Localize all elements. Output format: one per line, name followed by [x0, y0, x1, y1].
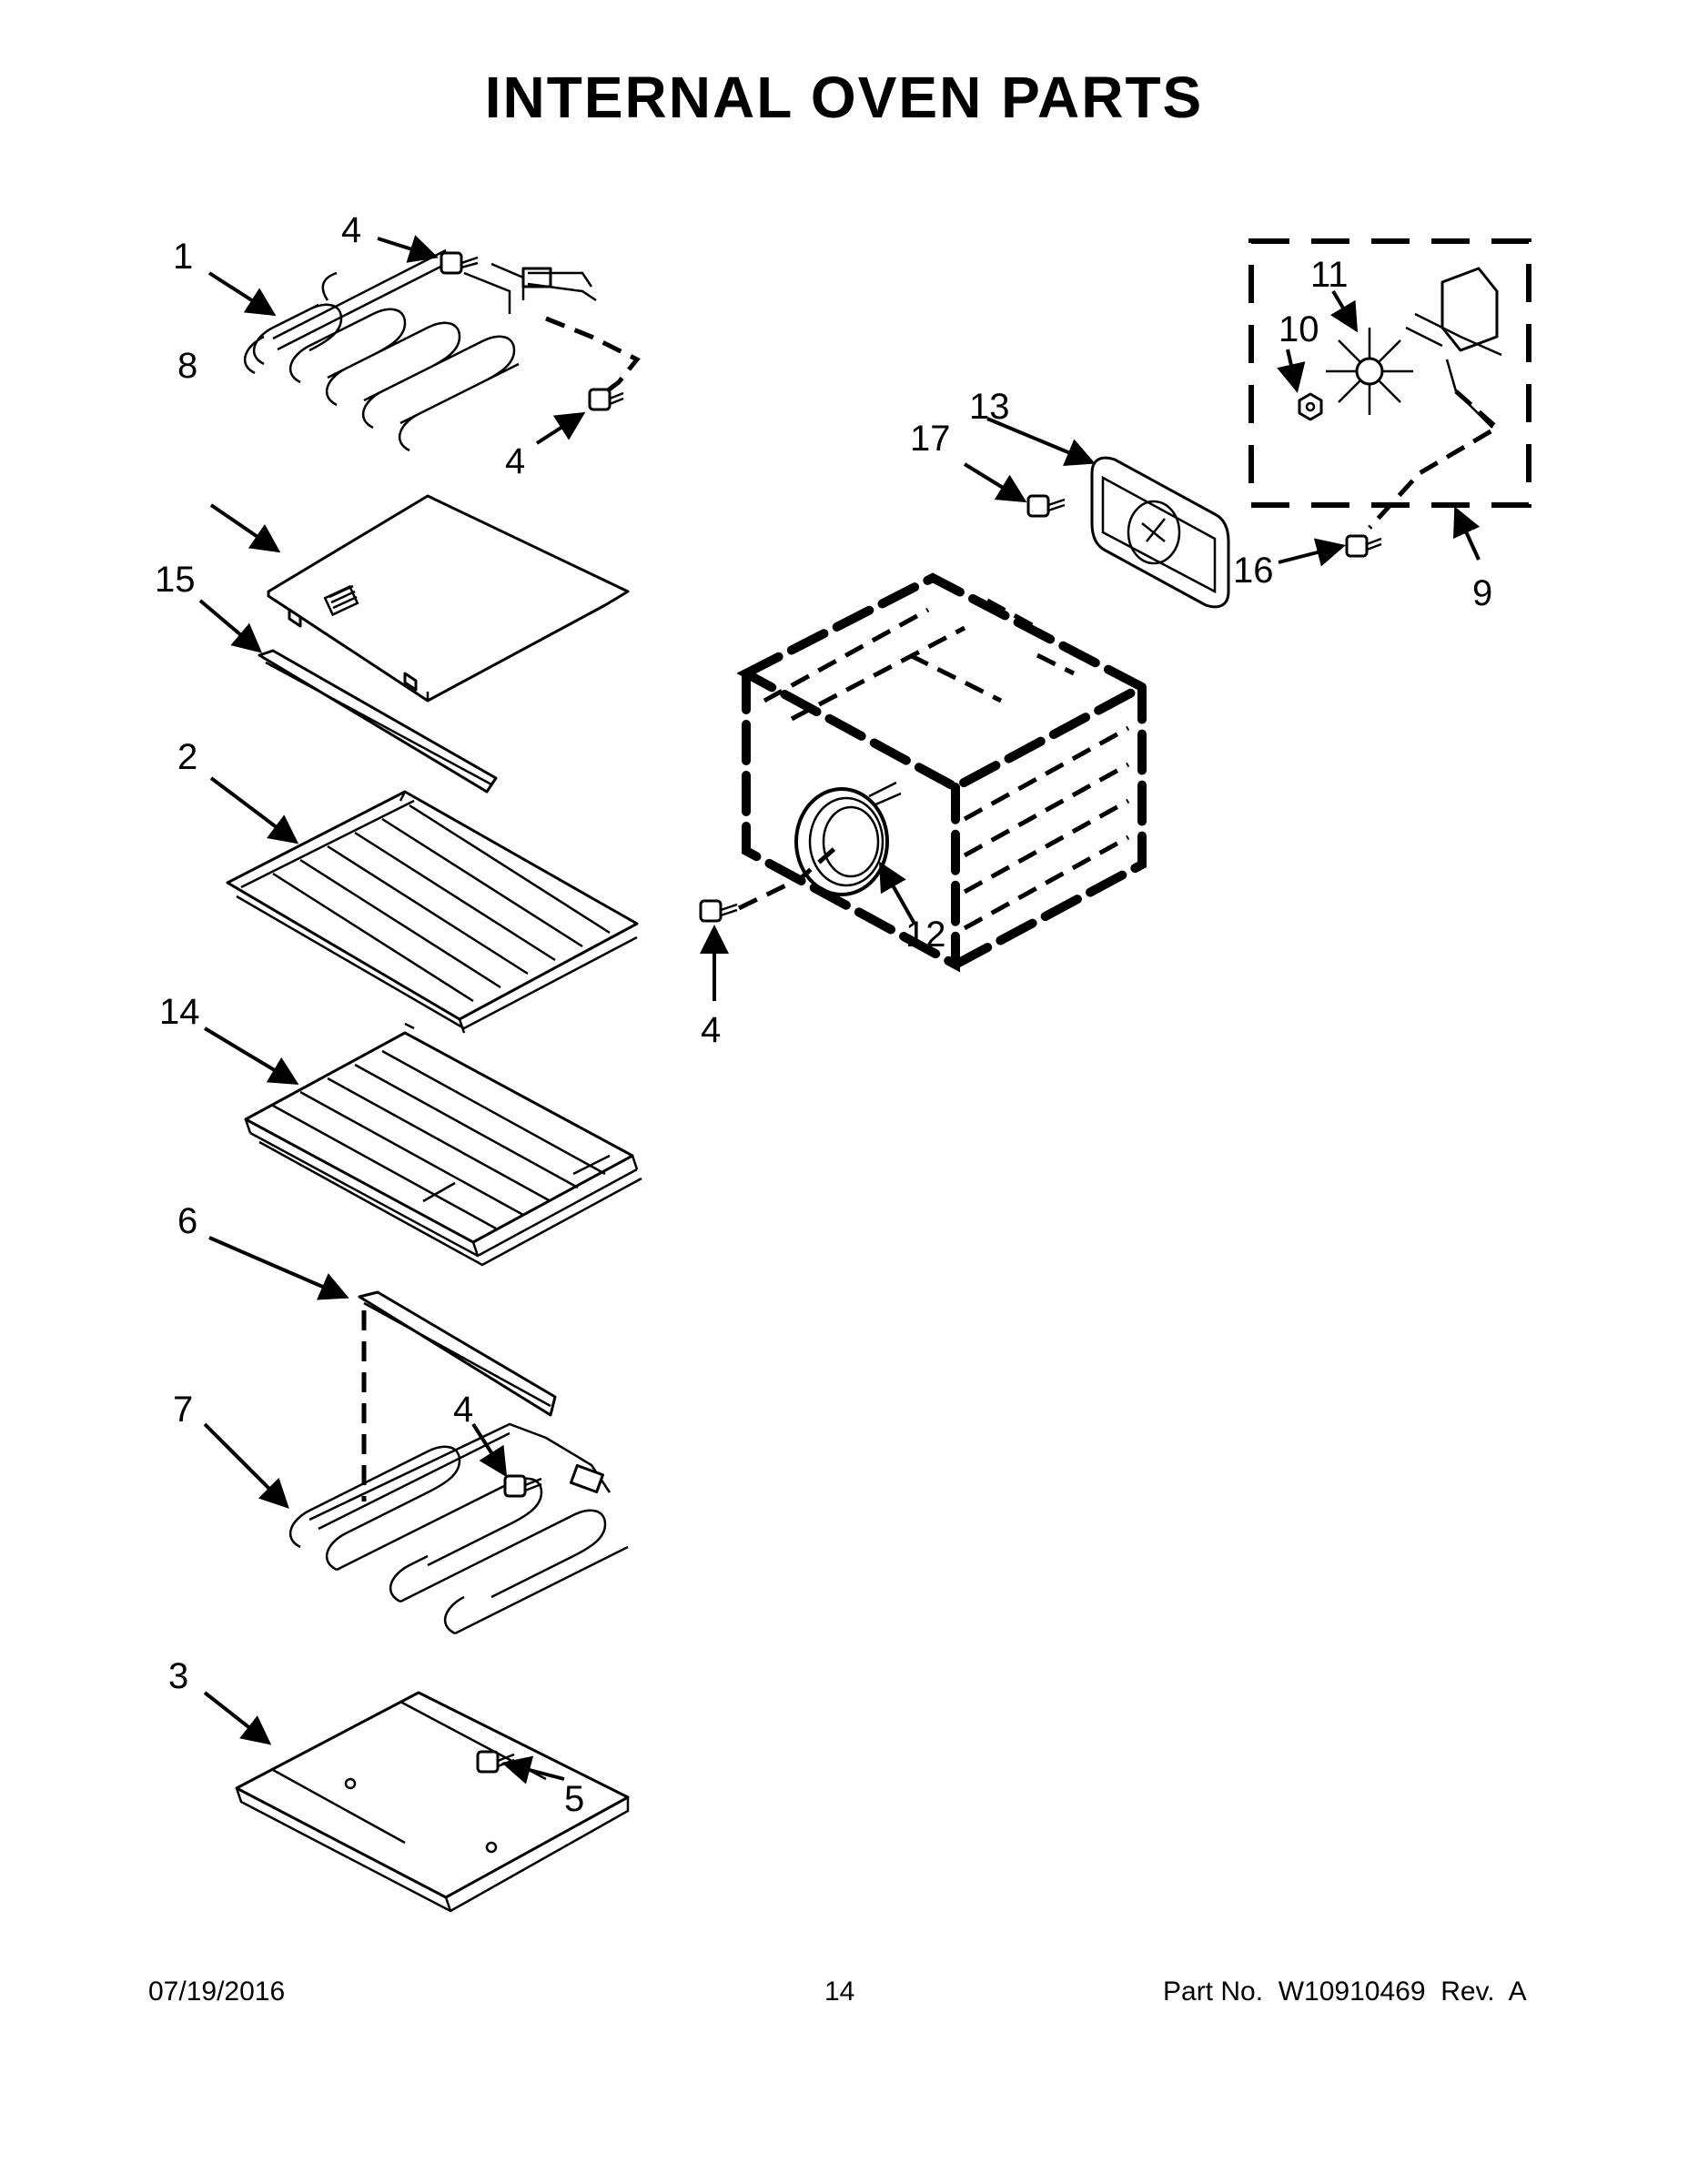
callout-11: 11: [1310, 255, 1349, 295]
callout-14: 14: [159, 992, 200, 1032]
callout-13: 13: [969, 387, 1010, 427]
callout-4: 4: [701, 1010, 721, 1050]
screw-4d: [503, 1474, 542, 1498]
footer-page-number: 14: [824, 1977, 855, 2007]
leader-lines: [198, 235, 1481, 1785]
footer-part-number: Part No. W10910469 Rev. A: [1163, 1977, 1527, 2007]
revision-value: A: [1508, 1977, 1527, 2007]
callout-1: 1: [173, 237, 193, 277]
callout-4: 4: [341, 210, 361, 250]
callout-6: 6: [177, 1201, 197, 1241]
oven-top-panel: [267, 494, 630, 703]
part-number-value: W10910469: [1278, 1977, 1426, 2007]
callout-16: 16: [1233, 551, 1274, 591]
oven-cavity: [736, 572, 1152, 973]
screw-4b: [588, 388, 624, 411]
upper-heating-element: [244, 248, 641, 452]
footer-date: 07/19/2016: [148, 1977, 286, 2007]
callout-9: 9: [1472, 573, 1492, 613]
lower-trim: [358, 1290, 557, 1502]
screw-4c: [699, 844, 839, 923]
flat-oven-rack: [226, 790, 639, 1034]
fan-nut: [1298, 392, 1323, 421]
convection-fan-motor-kit: [1248, 238, 1531, 530]
page-title: INTERNAL OVEN PARTS: [484, 65, 1204, 130]
vent-trim: [258, 649, 498, 794]
callout-labels: 1 4 4 8 15 2 14 6 7 4 3 5 4 12 13 17 10 …: [155, 210, 1492, 1819]
callout-3: 3: [168, 1656, 188, 1696]
callout-7: 7: [173, 1390, 193, 1430]
fan-cover: [1090, 456, 1230, 609]
fan-blade: [1326, 328, 1413, 415]
convection-element: [794, 781, 902, 896]
oven-bottom-panel: [235, 1691, 630, 1913]
callout-5: 5: [564, 1779, 584, 1819]
callout-17: 17: [910, 419, 951, 459]
screw-16: [1345, 534, 1382, 558]
revision-label: Rev.: [1440, 1977, 1495, 2007]
callout-15: 15: [155, 560, 196, 600]
callout-4: 4: [505, 441, 525, 481]
screw-17: [1026, 494, 1066, 518]
roller-oven-rack: [244, 1022, 642, 1267]
fan-motor: [1405, 267, 1502, 429]
lower-heating-element: [289, 1422, 629, 1635]
part-number-label: Part No.: [1163, 1977, 1264, 2007]
callout-12: 12: [905, 915, 946, 955]
screw-4a: [440, 251, 479, 275]
callout-2: 2: [177, 737, 197, 777]
callout-8: 8: [177, 346, 197, 386]
callout-4: 4: [453, 1390, 473, 1430]
callout-10: 10: [1279, 309, 1319, 349]
